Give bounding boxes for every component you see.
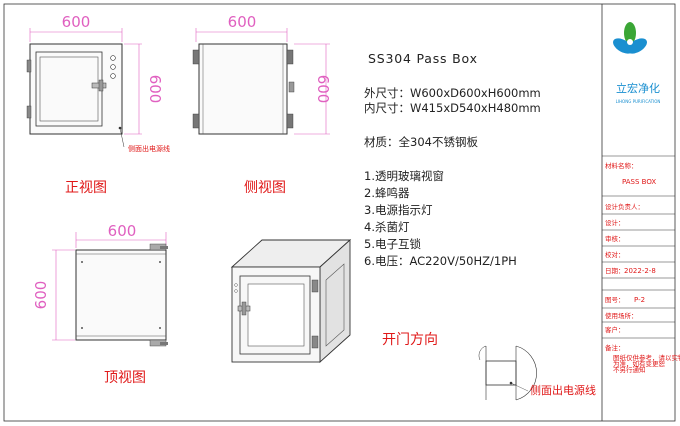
company-logo-icon: [613, 22, 647, 54]
tb-project-value: PASS BOX: [622, 178, 656, 186]
top-width-dimension: 600: [108, 222, 137, 240]
feature-3: 3.电源指示灯: [364, 203, 433, 217]
door-direction-caption: 开门方向: [382, 332, 438, 348]
side-width-dimension: 600: [228, 13, 257, 31]
tb-designer-label: 设计负责人：: [605, 202, 644, 211]
feature-6: 6.电压：AC220V/50HZ/1PH: [364, 254, 517, 268]
tb-proofread-label: 校对：: [605, 250, 625, 259]
inner-size: 内尺寸：W415xD540xH480mm: [364, 101, 541, 115]
tb-project-label: 材料名称：: [605, 161, 638, 170]
tb-date-label: 日期：: [605, 267, 625, 275]
material: 材质：全304不锈钢板: [364, 135, 478, 149]
tb-client-label: 客户：: [605, 325, 625, 334]
top-depth-dimension: 600: [32, 281, 50, 310]
side-height-dimension: 600: [314, 75, 332, 104]
product-title: SS304 Pass Box: [368, 51, 478, 66]
tb-notes-text: 图纸仅供参考，请以实物 为准，如有变更恕 不另行通知: [613, 353, 680, 374]
side-view-caption: 侧视图: [244, 180, 286, 196]
company-subname: LIHONG PURIFICATION: [616, 99, 661, 104]
tb-date-value: 2022-2-8: [624, 267, 656, 275]
front-height-dimension: 600: [146, 75, 164, 104]
tb-notes-line-2: 为准，如有变更恕: [613, 359, 666, 368]
isometric-view: [230, 238, 352, 364]
top-view-caption: 顶视图: [104, 370, 146, 386]
sheet-border: [3, 3, 676, 422]
side-view: 600 600 侧视图: [192, 13, 332, 196]
tb-notes-label: 备注：: [605, 343, 625, 352]
feature-4: 4.杀菌灯: [364, 220, 410, 234]
company-name: 立宏净化: [616, 81, 660, 95]
tb-location-label: 使用场所：: [605, 311, 638, 320]
tb-notes-line-3: 不另行通知: [613, 365, 646, 374]
feature-5: 5.电子互锁: [364, 237, 421, 251]
front-width-dimension: 600: [62, 13, 91, 31]
front-view: 600 600 侧面出电源线 正视图: [26, 13, 170, 196]
feature-2: 2.蜂鸣器: [364, 186, 410, 200]
tb-drawing-no-value: P-2: [634, 296, 645, 304]
tb-drawing-no-label: 图号：: [605, 296, 625, 304]
tb-design-label: 设计：: [605, 218, 625, 227]
front-view-caption: 正视图: [65, 180, 107, 196]
door-direction-sketch: 开门方向 侧面出电源线: [382, 332, 596, 401]
front-power-note: 侧面出电源线: [128, 144, 170, 153]
feature-1: 1.透明玻璃视窗: [364, 169, 444, 183]
top-view: 600 600 顶视图: [32, 222, 168, 386]
spec-text-block: SS304 Pass Box 外尺寸：W600xD600xH600mm 内尺寸：…: [364, 51, 541, 268]
title-block: 立宏净化 LIHONG PURIFICATION 材料名称： PASS BOX …: [602, 22, 680, 374]
tb-notes-line-1: 图纸仅供参考，请以实物: [613, 353, 680, 362]
tb-review-label: 审核：: [605, 234, 625, 243]
outer-size: 外尺寸：W600xD600xH600mm: [364, 86, 541, 100]
power-note-large: 侧面出电源线: [530, 383, 596, 397]
